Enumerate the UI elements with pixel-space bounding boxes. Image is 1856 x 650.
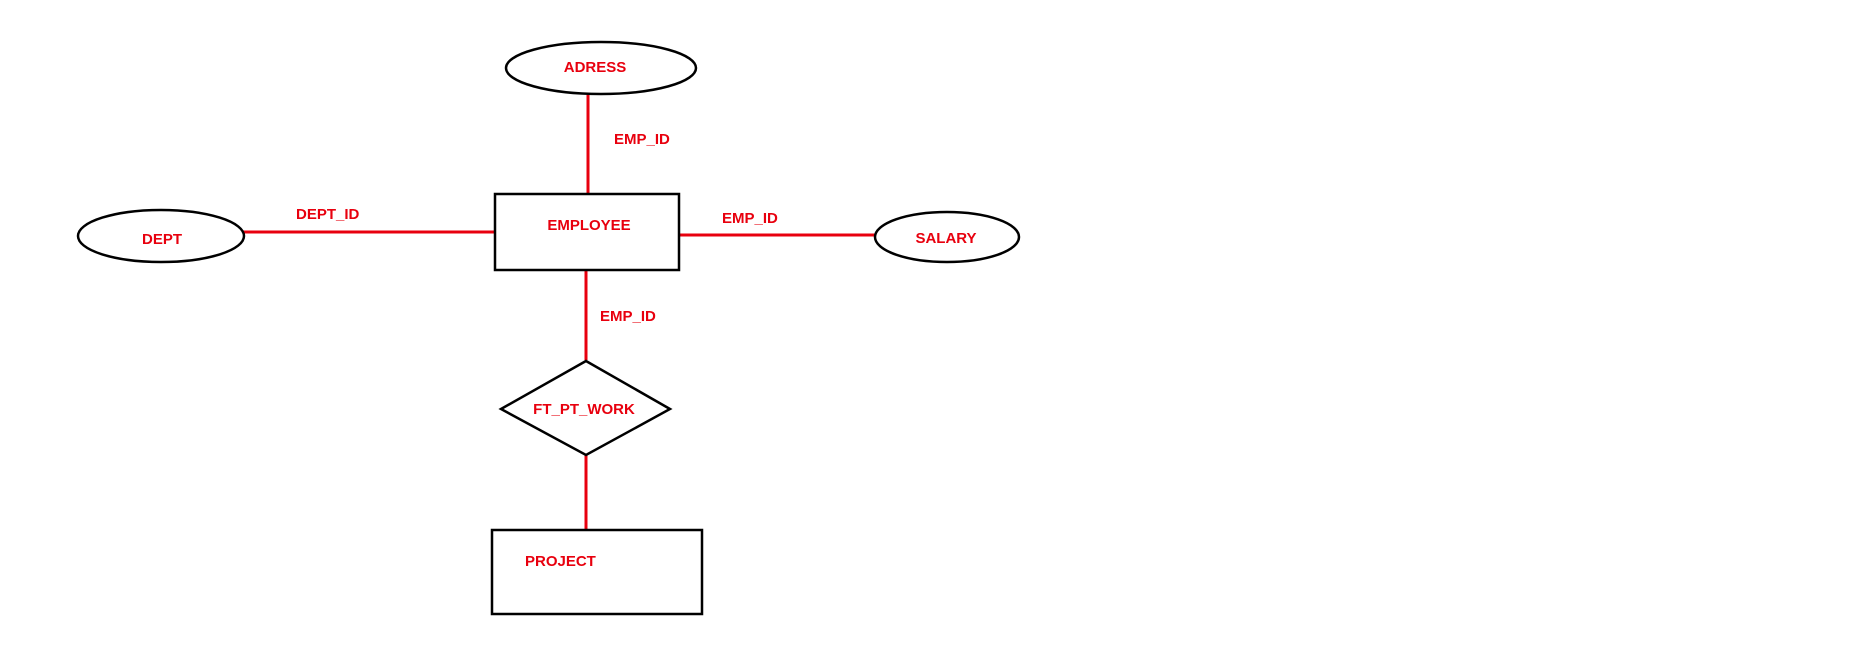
relationship-work-label: FT_PT_WORK (533, 401, 635, 418)
entity-employee-label: EMPLOYEE (547, 217, 630, 234)
attribute-dept-ellipse (76, 208, 246, 264)
attribute-salary-ellipse (873, 210, 1021, 264)
attribute-address-label: ADRESS (564, 59, 627, 76)
entity-employee-box (493, 192, 681, 272)
connector-label-salary: EMP_ID (722, 210, 778, 227)
attribute-salary-label: SALARY (915, 230, 976, 247)
connector-label-address: EMP_ID (614, 131, 670, 148)
attribute-dept-label: DEPT (142, 231, 182, 248)
connector-label-work: EMP_ID (600, 308, 656, 325)
entity-project-label: PROJECT (525, 553, 596, 570)
attribute-address-ellipse (504, 40, 698, 96)
entity-project-box (490, 528, 704, 616)
connector-label-dept: DEPT_ID (296, 206, 360, 223)
relationship-work-diamond (498, 359, 673, 457)
